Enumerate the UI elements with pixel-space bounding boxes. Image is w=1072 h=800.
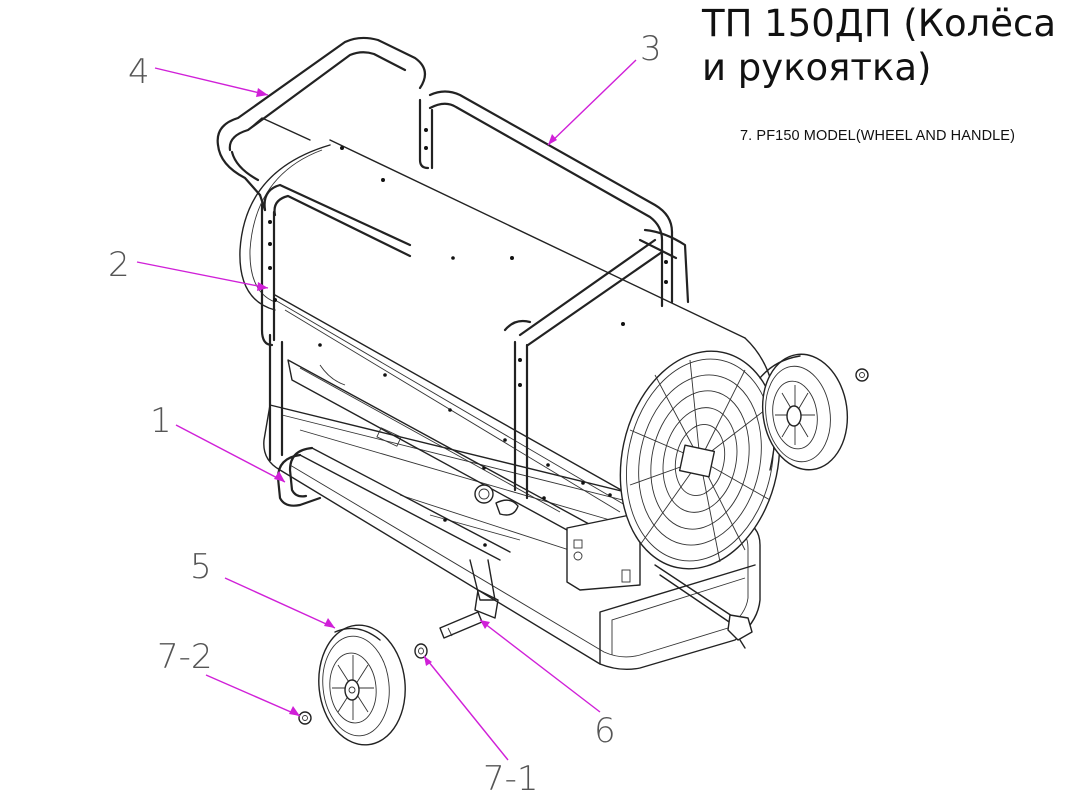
left-wheel-exploded: [318, 624, 406, 746]
right-wheel: [759, 353, 869, 471]
title-line-1: ТП 150ДП (Колёса: [702, 2, 1057, 45]
model-subtitle: 7. PF150 MODEL(WHEEL AND HANDLE): [740, 128, 1016, 144]
front-drawbar: [654, 564, 753, 649]
bottom-frame-handle: [276, 446, 511, 619]
heater-body-cylinder: [239, 139, 746, 591]
washer: [414, 643, 428, 659]
upper-handle-frame: [260, 90, 690, 500]
front-fan-guard: [619, 337, 781, 570]
callout-7-1: 7-1: [483, 759, 539, 799]
callout-2: 2: [108, 245, 130, 285]
callout-6: 6: [594, 711, 616, 751]
leader-lines: [136, 59, 637, 761]
diagram-title: ТП 150ДП (Колёса и рукоятка): [702, 2, 1072, 90]
title-line-2: и рукоятка): [702, 46, 932, 89]
callout-3: 3: [640, 29, 662, 69]
callout-5: 5: [190, 547, 212, 587]
rear-grip-handle: [216, 36, 427, 212]
wheel-axle: [439, 611, 483, 639]
callout-4: 4: [128, 52, 150, 92]
wheel-nut: [298, 711, 312, 725]
callout-7-2: 7-2: [157, 637, 213, 677]
callout-1: 1: [150, 401, 172, 441]
